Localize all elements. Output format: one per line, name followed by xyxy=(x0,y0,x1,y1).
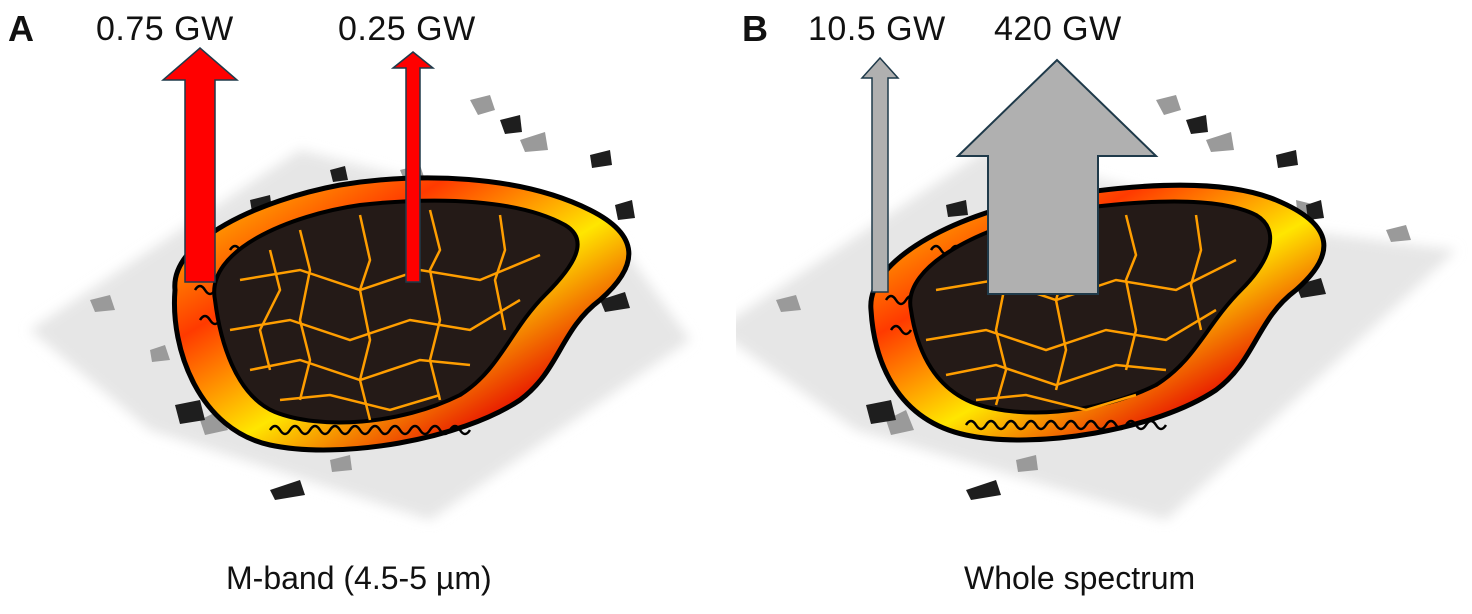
arrow-10-5-gw xyxy=(860,56,900,293)
crust-cracks xyxy=(229,209,541,421)
lava-lake-scene-a xyxy=(30,47,690,520)
arrow-420-gw xyxy=(955,58,1159,295)
panel-b-whole-spectrum: B 10.5 GW 420 GW Whole spectrum xyxy=(736,0,1472,614)
arrow-label-margin-b: 10.5 GW xyxy=(808,10,946,48)
wavy-radiation-line xyxy=(884,244,1233,431)
arrow-0-75-gw xyxy=(160,47,240,283)
arrow-0-25-gw xyxy=(390,51,436,283)
caption-a: M-band (4.5-5 µm) xyxy=(226,560,492,596)
wavy-radiation-line xyxy=(193,244,492,436)
panel-a-m-band: A 0.75 GW 0.25 GW M-band (4.5-5 µm) xyxy=(8,8,690,596)
panel-letter-a: A xyxy=(8,8,34,49)
caption-b: Whole spectrum xyxy=(964,560,1196,596)
lava-crust xyxy=(212,198,580,425)
lava-lake-scene-b xyxy=(736,56,1456,520)
panel-letter-b: B xyxy=(742,8,768,49)
arrow-label-center-b: 420 GW xyxy=(994,10,1122,48)
arrow-label-margin-a: 0.75 GW xyxy=(96,10,234,48)
arrow-label-center-a: 0.25 GW xyxy=(338,10,476,48)
